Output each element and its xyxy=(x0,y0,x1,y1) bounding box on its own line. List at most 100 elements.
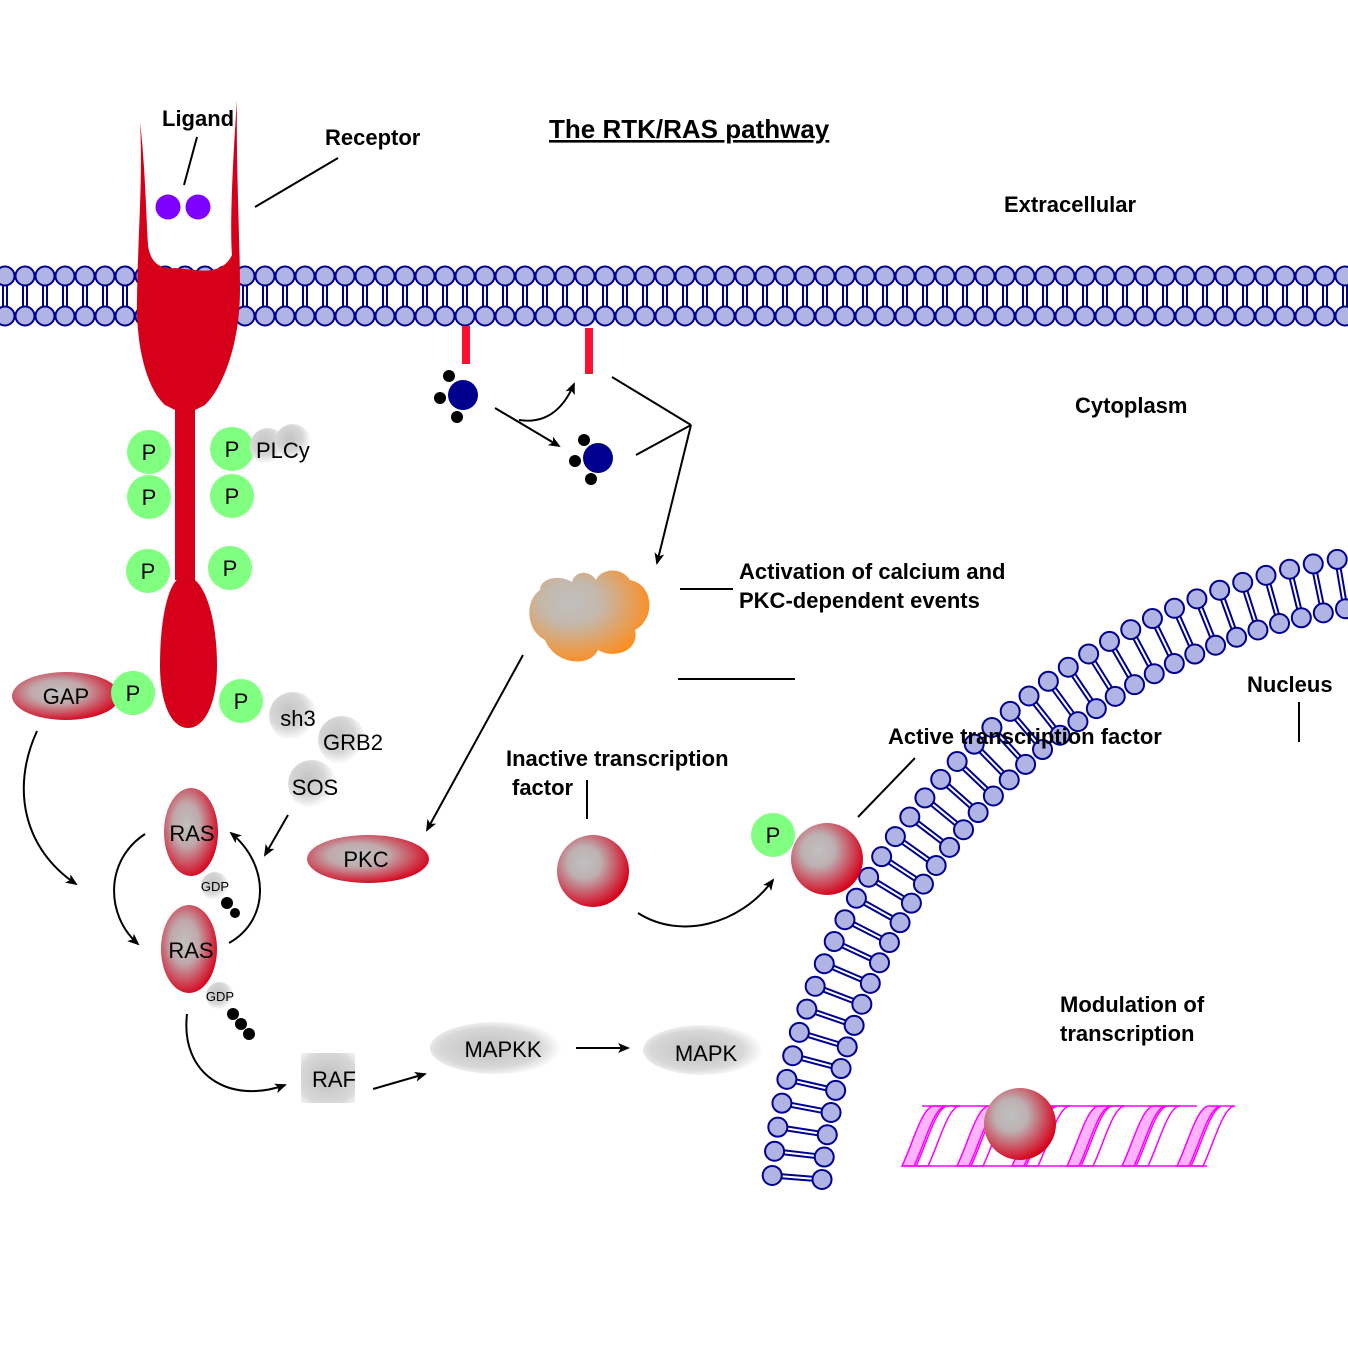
phosphate-dot xyxy=(235,1018,247,1030)
phosphate: P xyxy=(219,679,263,723)
lipid xyxy=(694,265,716,327)
lipid xyxy=(788,1021,858,1058)
ras-label: RAS xyxy=(168,938,213,963)
calcium-label-line2: PKC-dependent events xyxy=(739,588,980,613)
lipid xyxy=(1120,619,1165,685)
tf-phosphorylation-arrow xyxy=(637,878,775,928)
lipid xyxy=(254,265,276,327)
lipid xyxy=(871,846,934,895)
lipid xyxy=(654,265,676,327)
phosphate: P xyxy=(111,671,155,715)
lipid xyxy=(1186,588,1227,656)
lipid xyxy=(934,265,956,327)
lipid xyxy=(574,265,596,327)
lipid xyxy=(974,265,996,327)
mapkk-protein: MAPKK xyxy=(430,1022,562,1074)
lipid xyxy=(494,265,516,327)
receptor-leader-line xyxy=(254,157,339,208)
lipid xyxy=(914,787,975,841)
lipid xyxy=(1334,265,1348,327)
lipid xyxy=(1078,643,1126,707)
gdp-molecule xyxy=(206,982,234,1010)
lipid xyxy=(1326,548,1348,620)
lipid xyxy=(234,265,256,327)
dna-strand-segment xyxy=(1189,1105,1236,1167)
lipid xyxy=(814,265,836,327)
lipid xyxy=(858,866,922,914)
sh3-domain: sh3 xyxy=(269,692,317,740)
phosphate: P xyxy=(126,549,170,593)
g-protein-complex xyxy=(569,434,613,485)
lipid xyxy=(1232,571,1269,641)
phosphate-dot xyxy=(227,1008,239,1020)
lipid xyxy=(1255,564,1291,635)
lipid xyxy=(1094,265,1116,327)
lipid xyxy=(1194,265,1216,327)
lipid xyxy=(771,1092,842,1123)
lipid xyxy=(1174,265,1196,327)
lipid xyxy=(1141,608,1185,675)
lipid xyxy=(774,265,796,327)
lipid xyxy=(963,733,1020,791)
sos-to-ras-arrow xyxy=(264,814,289,857)
plasma-membrane xyxy=(0,265,1348,327)
lipid xyxy=(374,265,396,327)
phosphate-dot xyxy=(243,1028,255,1040)
lipid xyxy=(796,998,865,1036)
lipid xyxy=(776,1068,847,1101)
phosphate-dot xyxy=(230,908,240,918)
ras-label: RAS xyxy=(169,821,214,846)
phosphate: P xyxy=(127,475,171,519)
lipid xyxy=(394,265,416,327)
enzyme-to-pkc-arrow xyxy=(426,654,524,832)
nuclear-membrane xyxy=(761,548,1348,1190)
phosphate-dot xyxy=(221,897,233,909)
lipid xyxy=(914,265,936,327)
lipid xyxy=(734,265,756,327)
ras-gdp-top: RAS GDP xyxy=(164,788,240,918)
lipid xyxy=(1098,630,1146,696)
calcium-enzyme-blob xyxy=(529,570,650,662)
pkc-protein: PKC xyxy=(307,835,429,883)
inactive-tf-label-line1: Inactive transcription xyxy=(506,746,729,771)
extracellular-label: Extracellular xyxy=(1004,192,1137,217)
lipid xyxy=(1034,265,1056,327)
to-enzyme-arrow xyxy=(654,424,692,565)
lipid xyxy=(1057,656,1107,720)
lipid xyxy=(874,265,896,327)
svg-text:P: P xyxy=(766,823,781,848)
plcy-protein: PLCy xyxy=(250,424,311,464)
lipid xyxy=(1014,265,1036,327)
lipid xyxy=(761,1164,833,1190)
lipid xyxy=(54,265,76,327)
modulation-label-line2: transcription xyxy=(1060,1021,1194,1046)
g-protein-complex xyxy=(434,370,478,423)
gap-protein: GAP xyxy=(12,672,120,720)
lipid xyxy=(1302,553,1334,624)
receptor-kinase-domain xyxy=(160,576,217,728)
lipid xyxy=(1018,685,1071,746)
lipid xyxy=(674,265,696,327)
active-tf-label: Active transcription factor xyxy=(888,724,1162,749)
lipid xyxy=(894,265,916,327)
lipid xyxy=(434,265,456,327)
lipid xyxy=(1054,265,1076,327)
lipid xyxy=(34,265,56,327)
svg-text:P: P xyxy=(234,689,249,714)
lipid xyxy=(954,265,976,327)
lipid xyxy=(813,953,881,994)
mapk-label: MAPK xyxy=(675,1041,738,1066)
receptor-extracellular-domain xyxy=(136,100,240,580)
modulation-label-line1: Modulation of xyxy=(1060,992,1205,1017)
lipid xyxy=(804,975,873,1015)
lipid xyxy=(1234,265,1256,327)
lipid xyxy=(767,1116,838,1146)
ligand-label: Ligand xyxy=(162,106,234,131)
receptor-label: Receptor xyxy=(325,125,421,150)
gdp-label: GDP xyxy=(201,879,229,894)
inactive-transcription-factor xyxy=(557,835,629,907)
calcium-label-line1: Activation of calcium and xyxy=(739,559,1006,584)
diagram-title: The RTK/RAS pathway xyxy=(549,114,830,144)
gdp-label: GDP xyxy=(206,989,234,1004)
membrane-anchor xyxy=(462,326,470,364)
